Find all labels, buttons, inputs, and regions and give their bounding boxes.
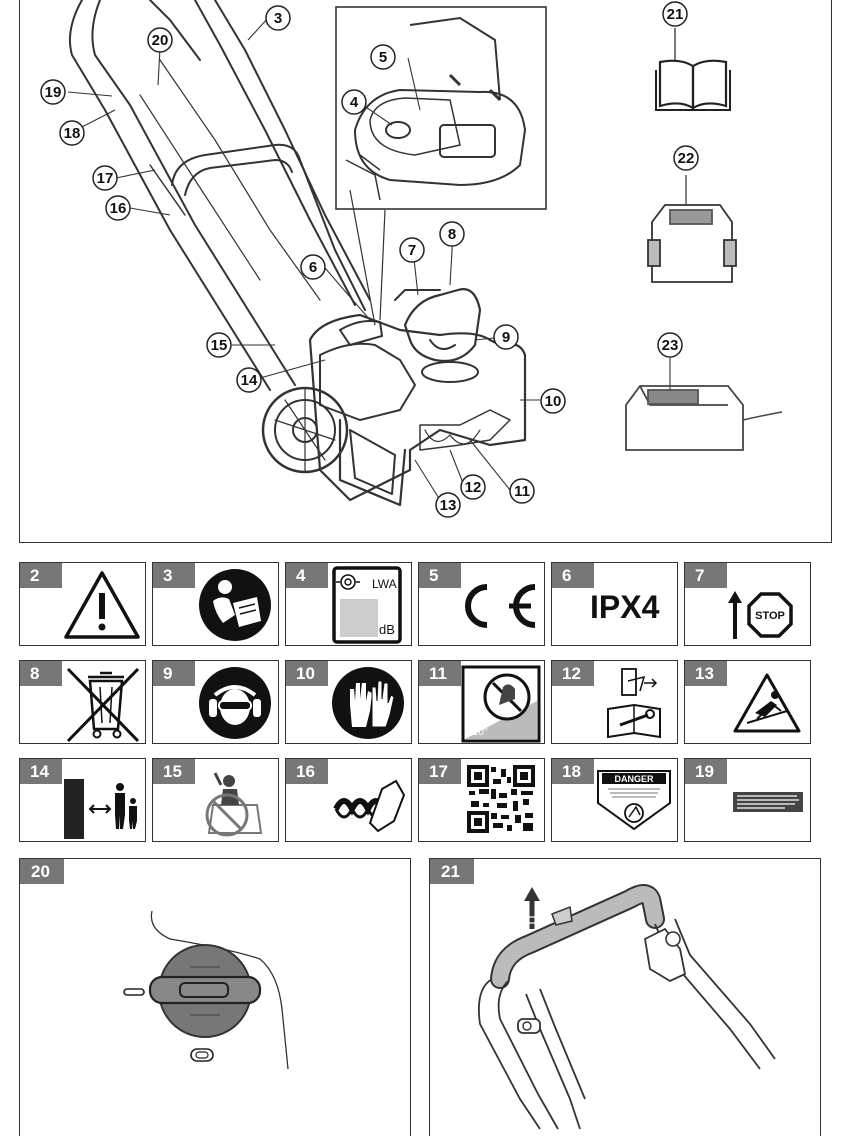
callout-14: 14 (241, 372, 258, 389)
symbol-number: 4 (286, 563, 328, 588)
gloves-icon (332, 667, 404, 739)
danger-text: DANGER (614, 774, 654, 784)
lwa-label: LWA (372, 577, 397, 591)
keep-bystanders-away-icon (64, 779, 137, 839)
symbol-number: 2 (20, 563, 62, 588)
symbol-number: 14 (20, 759, 62, 784)
symbol-cell-18: DANGER 18 (551, 758, 678, 842)
symbol-number: 15 (153, 759, 195, 784)
symbol-cell-16: 16 (285, 758, 412, 842)
symbol-cell-6: IPX4 6 (551, 562, 678, 646)
figure-number: 21 (430, 859, 474, 884)
ce-mark-icon (465, 584, 536, 628)
symbol-number: 12 (552, 661, 594, 686)
db-label: dB (379, 622, 395, 637)
slope-label: >10° (467, 727, 488, 738)
callout-3: 3 (274, 10, 282, 27)
symbol-cell-15: 15 (152, 758, 279, 842)
symbol-cell-2: 2 (19, 562, 146, 646)
symbol-number: 3 (153, 563, 195, 588)
callout-5: 5 (379, 49, 387, 66)
callout-13: 13 (440, 497, 457, 514)
callout-numbers (40, 1, 699, 518)
figure-number: 20 (20, 859, 64, 884)
callout-20: 20 (152, 32, 169, 49)
symbol-number: 8 (20, 661, 62, 686)
symbol-cell-13: 13 (684, 660, 811, 744)
callout-21: 21 (667, 6, 684, 23)
warning-triangle-icon (64, 571, 140, 639)
stop-icon: STOP (728, 591, 793, 639)
symbol-number: 11 (419, 661, 461, 686)
callout-8: 8 (448, 226, 456, 243)
overview-figure: 3 4 5 6 7 8 9 10 11 12 13 14 15 16 17 18… (19, 0, 832, 543)
no-passengers-icon (205, 772, 263, 837)
figure-20: 20 (19, 858, 411, 1136)
symbol-number: 18 (552, 759, 594, 784)
symbol-number: 9 (153, 661, 195, 686)
symbol-cell-8: 8 (19, 660, 146, 744)
symbol-cell-9: 9 (152, 660, 279, 744)
symbol-number: 10 (286, 661, 328, 686)
snow-thrower-illustration: 3 4 5 6 7 8 9 10 11 12 13 14 15 16 17 18… (40, 0, 783, 518)
stop-label: STOP (755, 610, 785, 622)
figure-21: 21 (429, 858, 821, 1136)
ipx4-icon: IPX4 (590, 589, 660, 625)
symbol-cell-19: 19 (684, 758, 811, 842)
callout-11: 11 (514, 483, 530, 500)
sound-power-level-icon: LWA dB (332, 566, 402, 644)
symbol-cell-7: STOP 7 (684, 562, 811, 646)
callout-18: 18 (64, 125, 81, 142)
symbol-number: 7 (685, 563, 727, 588)
callout-19: 19 (45, 84, 62, 101)
slip-hazard-icon (733, 673, 801, 733)
callout-7: 7 (408, 242, 416, 259)
callout-17: 17 (97, 170, 114, 187)
callout-22: 22 (678, 150, 695, 167)
symbol-cell-14: 14 (19, 758, 146, 842)
symbol-number: 19 (685, 759, 727, 784)
symbol-number: 6 (552, 563, 594, 588)
symbol-cell-17: 17 (418, 758, 545, 842)
danger-label-icon: DANGER (597, 770, 671, 831)
battery-cover-knob-illustration (123, 910, 289, 1070)
callout-9: 9 (502, 329, 510, 346)
callout-23: 23 (662, 337, 679, 354)
callout-10: 10 (545, 393, 562, 410)
no-slope-icon: >10° (461, 665, 541, 743)
symbol-number: 16 (286, 759, 328, 784)
callout-16: 16 (110, 200, 127, 217)
symbol-cell-4: LWA dB 4 (285, 562, 412, 646)
callout-4: 4 (350, 94, 359, 111)
service-manual-icon (607, 668, 661, 739)
symbol-cell-12: 12 (551, 660, 678, 744)
symbol-cell-11: >10° 11 (418, 660, 545, 744)
weee-crossed-bin-icon (66, 667, 140, 743)
symbol-cell-3: 3 (152, 562, 279, 646)
caution-label-icon (733, 792, 803, 812)
qr-code-icon (467, 765, 535, 833)
symbol-number: 17 (419, 759, 461, 784)
auger-foot-hazard-icon (333, 779, 406, 833)
symbol-number: 13 (685, 661, 727, 686)
read-manual-icon (199, 569, 271, 641)
callout-6: 6 (309, 259, 317, 276)
symbol-cell-10: 10 (285, 660, 412, 744)
callout-15: 15 (211, 337, 228, 354)
handle-release-illustration (477, 884, 776, 1130)
eye-ear-protection-icon (199, 667, 271, 739)
callout-12: 12 (465, 479, 482, 496)
symbol-cell-5: 5 (418, 562, 545, 646)
symbol-number: 5 (419, 563, 461, 588)
